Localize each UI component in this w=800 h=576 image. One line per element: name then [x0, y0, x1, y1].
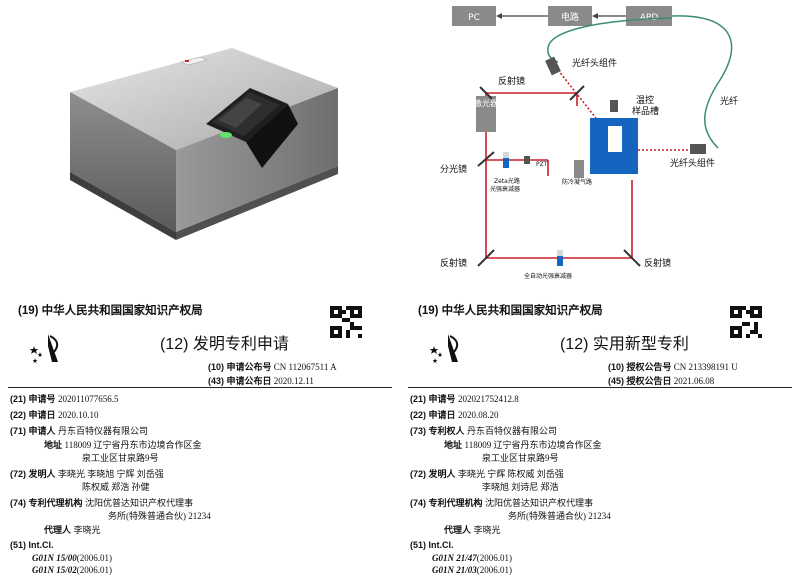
pc-label: PC [468, 13, 480, 23]
patent-invention-application: (19) 中华人民共和国国家知识产权局 (12) 发明专利申请 (10) 申请公… [0, 292, 398, 576]
apd-label: APD [640, 13, 659, 23]
document-title: (12) 发明专利申请 [160, 336, 289, 353]
field-row: (22) 申请日 2020.10.10 [10, 410, 99, 420]
zeta-label: Zeta光路光强衰减器 [490, 177, 520, 193]
mirror-bottom-right-label: 反射镜 [644, 257, 671, 269]
anticondensation-label: 防冷凝气路 [562, 178, 592, 186]
document-title: (12) 实用新型专利 [560, 336, 689, 353]
field-row: 代理人 李晓光 [444, 525, 501, 535]
temp-cell-label: 温控样品槽 [632, 94, 659, 117]
divider [408, 387, 792, 388]
publication-date-row: (43) 申请公布日 2020.12.11 [208, 376, 314, 386]
instrument-photo [70, 48, 338, 240]
pzt-label: PZT [536, 161, 548, 168]
qr-code [730, 306, 762, 338]
field-row: 地址 118009 辽宁省丹东市边境合作区金 [44, 440, 202, 450]
qr-code [330, 306, 362, 338]
fiber-cable [671, 15, 733, 149]
field-row: 务所(特殊普通合伙) 21234 [108, 511, 211, 521]
publication-date-row: (45) 授权公告日 2021.06.08 [608, 376, 715, 386]
field-row: (21) 申请号 202011077656.5 [10, 394, 119, 404]
fiber-head-top-label: 光纤头组件 [572, 57, 617, 69]
beam-path [485, 92, 633, 259]
field-row: (51) Int.Cl. [10, 540, 54, 550]
field-row: (72) 发明人 李晓光 李晓旭 宁辉 刘岳强 [10, 469, 164, 479]
divider [8, 387, 392, 388]
ipc-row: G01N 21/47(2006.01) [432, 553, 512, 563]
fiber-label: 光纤 [720, 95, 738, 107]
mirror-bottom-left-label: 反射镜 [440, 257, 467, 269]
mirror-top-label: 反射镜 [498, 75, 525, 87]
circuit-box [548, 6, 592, 26]
field-row: 泉工业区甘泉路9号 [482, 453, 559, 463]
field-row: (74) 专利代理机构 沈阳优普达知识产权代理事 [410, 498, 594, 508]
field-row: 李晓旭 刘诗尼 郑浩 [482, 482, 559, 492]
laser-label: 激光器 [474, 98, 498, 108]
fiber-head-right-label: 光纤头组件 [670, 157, 715, 169]
office-heading: (19) 中华人民共和国国家知识产权局 [418, 305, 603, 317]
ipc-row: G01N 15/02(2006.01) [32, 565, 112, 575]
office-heading: (19) 中华人民共和国国家知识产权局 [18, 305, 203, 317]
field-row: (22) 申请日 2020.08.20 [410, 410, 499, 420]
circuit-label: 电路 [561, 11, 579, 23]
beam-splitter-label: 分光镜 [440, 163, 467, 175]
auto-attenuator-label: 全自动光强衰减器 [524, 272, 572, 280]
publication-number-row: (10) 申请公布号 CN 112067511 A [208, 362, 337, 372]
field-row: (73) 专利权人 丹东百特仪器有限公司 [410, 426, 558, 436]
field-row: (51) Int.Cl. [410, 540, 454, 550]
ipc-row: G01N 15/00(2006.01) [32, 553, 112, 563]
apd-box [626, 6, 672, 26]
field-row: (72) 发明人 李晓光 宁辉 陈权威 刘岳强 [410, 469, 564, 479]
cnipa-logo-icon [30, 334, 59, 363]
field-row: (21) 申请号 202021752412.8 [410, 394, 519, 404]
field-row: (74) 专利代理机构 沈阳优普达知识产权代理事 [10, 498, 194, 508]
field-row: 代理人 李晓光 [44, 525, 101, 535]
field-row: 地址 118009 辽宁省丹东市边境合作区金 [444, 440, 602, 450]
laser-box [476, 96, 496, 132]
field-row: (71) 申请人 丹东百特仪器有限公司 [10, 426, 149, 436]
pc-box [452, 6, 496, 26]
field-row: 泉工业区甘泉路9号 [82, 453, 159, 463]
field-row: 务所(特殊普通合伙) 21234 [508, 511, 611, 521]
publication-number-row: (10) 授权公告号 CN 213398191 U [608, 362, 738, 372]
ipc-row: G01N 21/03(2006.01) [432, 565, 512, 575]
field-row: 陈权威 郑浩 孙健 [82, 482, 150, 492]
cnipa-logo-icon [430, 334, 459, 363]
patent-utility-model: (19) 中华人民共和国国家知识产权局 (12) 实用新型专利 (10) 授权公… [400, 292, 798, 576]
optical-path-diagram: PC 电路 APD 激光器 反射 [440, 6, 738, 280]
